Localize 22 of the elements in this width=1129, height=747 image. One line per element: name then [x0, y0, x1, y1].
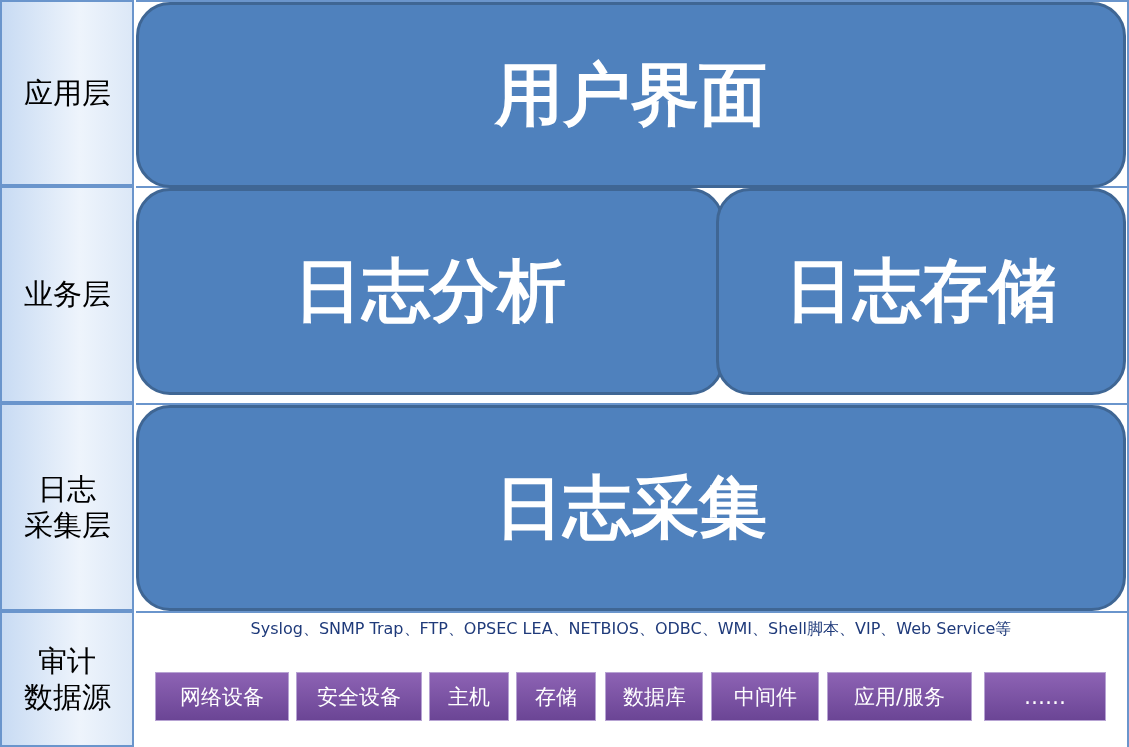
data-source-box: ……: [984, 672, 1106, 721]
module-box: 日志采集: [136, 405, 1126, 611]
protocol-list: Syslog、SNMP Trap、FTP、OPSEC LEA、NETBIOS、ODBC、WMI、Shell脚本、VIP、Web Service等: [187, 614, 1075, 644]
layer-name: 采集层: [23, 507, 111, 544]
layer-label-cell: [0, 403, 134, 611]
data-source-box: 安全设备: [296, 672, 422, 721]
layer-name: 日志: [38, 470, 96, 507]
layer-name: 审计: [38, 642, 96, 679]
data-source-box: 数据库: [605, 672, 703, 721]
data-source-box: 网络设备: [155, 672, 289, 721]
data-source-box: 存储: [516, 672, 596, 721]
data-source-box: 应用/服务: [827, 672, 972, 721]
layer-name: 应用层: [23, 74, 111, 112]
layer-name: 数据源: [23, 679, 111, 716]
module-box: 日志存储: [716, 188, 1126, 395]
module-box: 用户界面: [136, 2, 1126, 188]
data-source-box: 中间件: [711, 672, 819, 721]
layer-label-cell: [0, 611, 134, 747]
layer-name: 业务层: [23, 276, 111, 313]
layer-label-cell: [0, 186, 134, 403]
data-source-box: 主机: [429, 672, 509, 721]
layer-label-cell: [0, 0, 134, 186]
